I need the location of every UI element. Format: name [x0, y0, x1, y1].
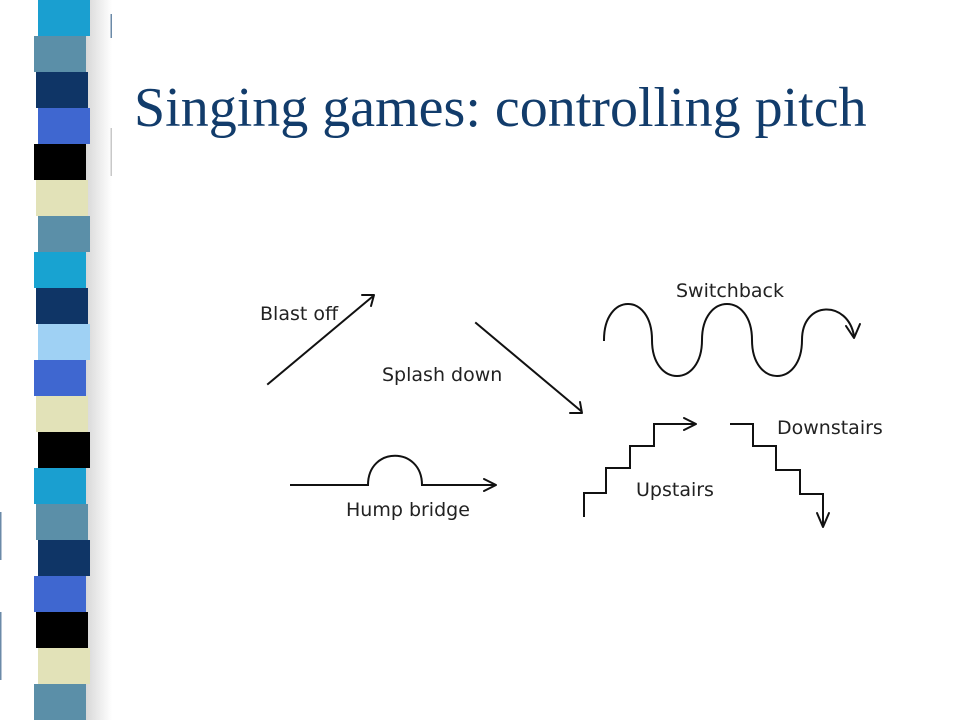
- downstairs-contour: [730, 423, 830, 528]
- strip-block: [36, 504, 88, 540]
- strip-block: [36, 72, 88, 108]
- strip-block: [34, 144, 86, 180]
- strip-block: [38, 108, 90, 144]
- upstairs-contour: [583, 417, 697, 517]
- hump-bridge-contour: [290, 454, 497, 492]
- strip-block: [34, 360, 86, 396]
- strip-block: [36, 180, 88, 216]
- blast-off-label: Blast off: [260, 303, 339, 325]
- strip-block: [34, 252, 86, 288]
- strip-block: [34, 684, 86, 720]
- strip-block: [38, 648, 90, 684]
- splash-down-contour: [474, 321, 583, 414]
- strip-block: [36, 612, 88, 648]
- strip-block: [34, 36, 86, 72]
- strip-block: [38, 324, 90, 360]
- splash-down-label: Splash down: [382, 364, 502, 386]
- strip-block: [38, 0, 90, 36]
- downstairs-label: Downstairs: [777, 417, 883, 439]
- strip-block: [36, 288, 88, 324]
- upstairs-label: Upstairs: [636, 479, 714, 501]
- strip-block: [38, 432, 90, 468]
- strip-block: [38, 216, 90, 252]
- blast-off-contour: [266, 294, 375, 386]
- strip-block: [34, 468, 86, 504]
- strip-block: [38, 540, 90, 576]
- decorative-color-strip: [0, 0, 112, 720]
- strip-block: [36, 396, 88, 432]
- switchback-contour: [602, 303, 861, 377]
- switchback-label: Switchback: [676, 280, 784, 302]
- slide-title: Singing games: controlling pitch: [134, 77, 867, 139]
- hump-bridge-label: Hump bridge: [346, 499, 470, 521]
- strip-block: [34, 576, 86, 612]
- strip-blocks: [34, 0, 90, 720]
